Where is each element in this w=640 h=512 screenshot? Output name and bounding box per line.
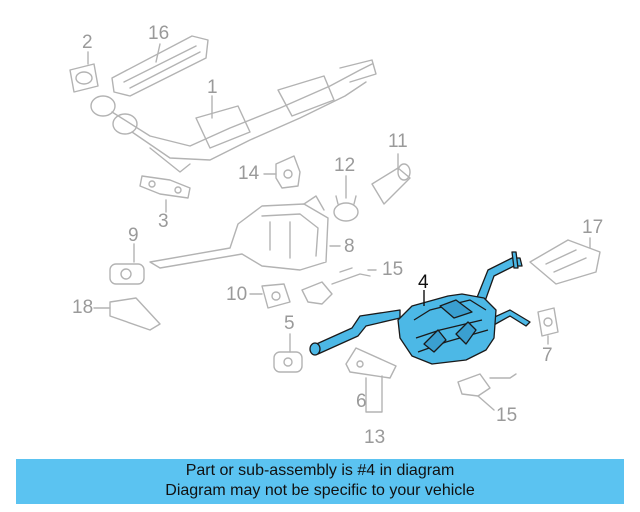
insulator-part-10[interactable]	[261, 283, 291, 309]
exhaust-system-diagram	[69, 35, 601, 413]
sensor-part-15-upper[interactable]	[301, 267, 371, 305]
callout-8[interactable]: 8	[344, 236, 355, 257]
callout-2[interactable]: 2	[82, 32, 93, 53]
tailpipe-tip-part-11[interactable]	[371, 163, 411, 205]
callout-17[interactable]: 17	[582, 217, 604, 238]
insulator-part-7[interactable]	[537, 307, 559, 337]
gasket-part-2[interactable]	[69, 63, 99, 93]
sensor-part-15-lower[interactable]	[457, 373, 517, 397]
rubber-mount-part-5[interactable]	[273, 351, 303, 373]
callout-4[interactable]: 4	[418, 272, 429, 293]
bracket-part-6[interactable]	[345, 347, 397, 379]
callout-15-upper[interactable]: 15	[382, 259, 404, 280]
info-banner: Part or sub-assembly is #4 in diagram Di…	[16, 459, 624, 504]
banner-line-disclaimer: Diagram may not be specific to your vehi…	[165, 482, 475, 499]
banner-line-part-number: Part or sub-assembly is #4 in diagram	[185, 462, 455, 479]
leader-lines	[87, 43, 591, 413]
rubber-mount-part-9[interactable]	[109, 263, 145, 285]
callout-6[interactable]: 6	[356, 391, 367, 412]
clamp-part-12[interactable]	[333, 195, 359, 222]
callout-7[interactable]: 7	[542, 345, 553, 366]
callout-18[interactable]: 18	[72, 297, 94, 318]
rear-muffler-part-4[interactable]	[309, 251, 531, 365]
callout-16[interactable]: 16	[148, 23, 170, 44]
callout-10[interactable]: 10	[226, 284, 248, 305]
heat-shield-part-17[interactable]	[529, 239, 601, 285]
callout-15-lower[interactable]: 15	[496, 405, 518, 426]
callout-1[interactable]: 1	[207, 77, 218, 98]
callout-5[interactable]: 5	[284, 313, 295, 334]
heat-shield-part-16[interactable]	[111, 35, 209, 97]
callout-9[interactable]: 9	[128, 225, 139, 246]
front-pipe-part-1[interactable]	[90, 59, 377, 173]
heat-shield-part-18[interactable]	[109, 297, 161, 331]
callout-13[interactable]: 13	[364, 427, 386, 448]
flange-gasket-part-3[interactable]	[139, 175, 191, 199]
callout-11[interactable]: 11	[388, 131, 408, 152]
callout-3[interactable]: 3	[158, 211, 169, 232]
center-muffler-part-8[interactable]	[149, 195, 329, 271]
callout-14[interactable]: 14	[238, 163, 260, 184]
callout-12[interactable]: 12	[334, 155, 356, 176]
hanger-bracket-part-14[interactable]	[275, 155, 301, 189]
